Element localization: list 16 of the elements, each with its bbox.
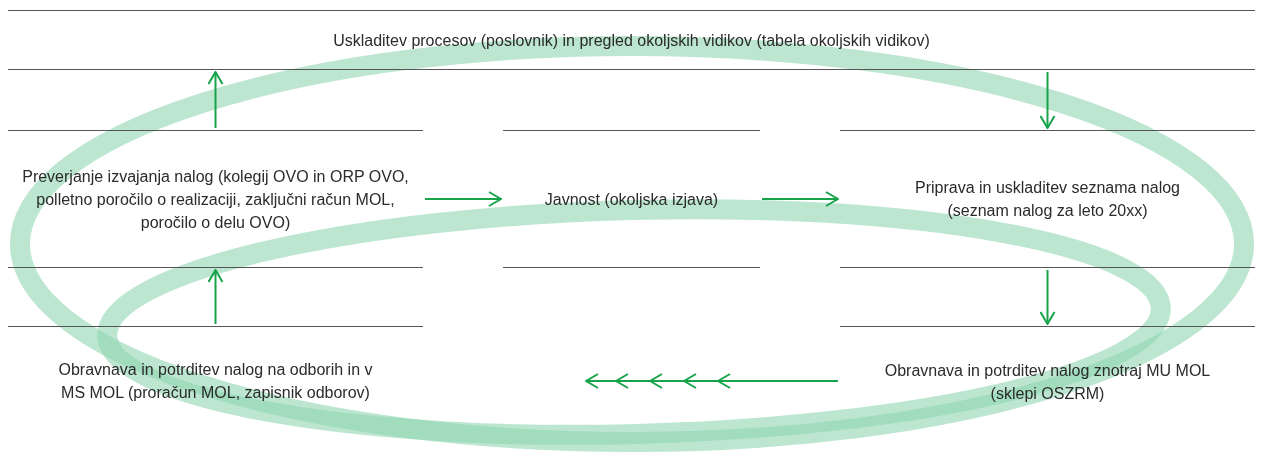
process-band [503,130,760,268]
process-band [8,10,1255,70]
arrow [424,191,502,207]
arrow [585,373,839,389]
arrow [207,269,224,325]
step-text: Javnost (okoljska izjava) [544,189,719,210]
step-text: Preverjanje izvajanja nalog (kolegij OVO in ORP OVO, polletno poročilo o realizaciji, zaključni račun MOL, poročilo o delu OVO) [21,166,410,233]
process-band [8,130,423,268]
step-text: Priprava in uskladitev seznama nalog (seznam nalog za leto 20xx) [914,178,1181,221]
arrow [1039,269,1056,325]
process-band [840,130,1255,268]
step-text: Obravnava in potrditev nalog na odborih in v MS MOL (proračun MOL, zapisnik odborov) [57,360,374,403]
arrow [761,191,839,207]
step-text: Uskladitev procesov (poslovnik) in pregled okoljskih vidikov (tabela okoljskih vidikov) [333,30,930,51]
step-text: Obravnava in potrditev nalog znotraj MU MOL (sklepi OSZRM) [883,360,1212,404]
arrow [1039,71,1056,129]
